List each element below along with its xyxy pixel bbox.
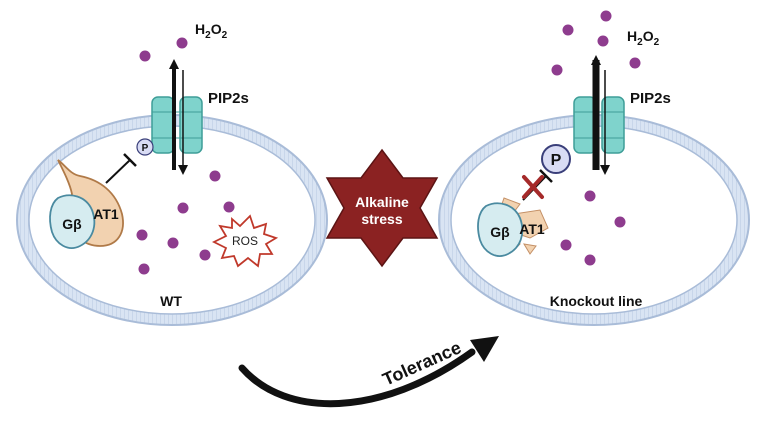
h2o2-dot [551, 64, 563, 76]
ko-g-beta-label: Gβ [490, 224, 510, 240]
wt-h2o2-outside-dots [139, 37, 188, 62]
h2o2-dot [167, 237, 179, 249]
h2o2-dot [199, 249, 211, 261]
h2o2-dot [176, 37, 188, 49]
h2o2-dot [584, 190, 596, 202]
h2o2-dot [139, 50, 151, 62]
wt-inhibition-line [105, 159, 131, 184]
wt-g-beta-protein [49, 194, 96, 249]
wt-phospho-site [136, 138, 154, 156]
ko-pip2s-channel [573, 96, 625, 154]
ko-channel-label: PIP2s [630, 90, 671, 107]
wt-ros-label: ROS [232, 234, 258, 248]
ko-g-beta-protein [477, 202, 524, 257]
ko-inhibition-bar [539, 169, 553, 183]
wt-inhibition-bar [123, 153, 137, 167]
tolerance-arrow [238, 336, 499, 408]
wt-cell: PIP2s H2O2 P Gβ AT1 [16, 21, 328, 326]
wt-h2o2-inside-dots [136, 170, 235, 275]
alkaline-stress-star: Alkaline stress [325, 148, 439, 268]
knockout-cell: PIP2s H2O2 P [438, 10, 750, 326]
h2o2-dot [562, 24, 574, 36]
h2o2-dot [138, 263, 150, 275]
ko-h2o2-outside-dots [551, 10, 641, 76]
ko-at1-label: AT1 [519, 221, 545, 237]
h2o2-dot [223, 201, 235, 213]
wt-ros-burst [211, 214, 279, 268]
ko-phospho-label: P [551, 152, 562, 169]
ko-h2o2-inside-dots [560, 190, 626, 266]
h2o2-dot [629, 57, 641, 69]
h2o2-dot [209, 170, 221, 182]
h2o2-dot [600, 10, 612, 22]
wt-pip2s-channel [151, 96, 203, 154]
h2o2-dot [560, 239, 572, 251]
ko-phospho-site [541, 144, 571, 174]
h2o2-dot [136, 229, 148, 241]
h2o2-dot [584, 254, 596, 266]
wt-channel-label: PIP2s [208, 90, 249, 107]
stress-label-line1: Alkaline [355, 194, 409, 210]
h2o2-dot [597, 35, 609, 47]
stress-label-line2: stress [361, 211, 402, 227]
ko-block-cross [522, 175, 544, 199]
wt-cell-label: WT [160, 293, 182, 309]
wt-g-beta-label: Gβ [62, 216, 82, 232]
wt-h2o2-label: H2O2 [195, 21, 228, 41]
h2o2-dot [614, 216, 626, 228]
h2o2-dot [177, 202, 189, 214]
ko-h2o2-label: H2O2 [627, 28, 660, 48]
ko-cell-label: Knockout line [550, 293, 643, 309]
wt-phospho-label: P [142, 143, 149, 154]
wt-at1-label: AT1 [93, 206, 119, 222]
